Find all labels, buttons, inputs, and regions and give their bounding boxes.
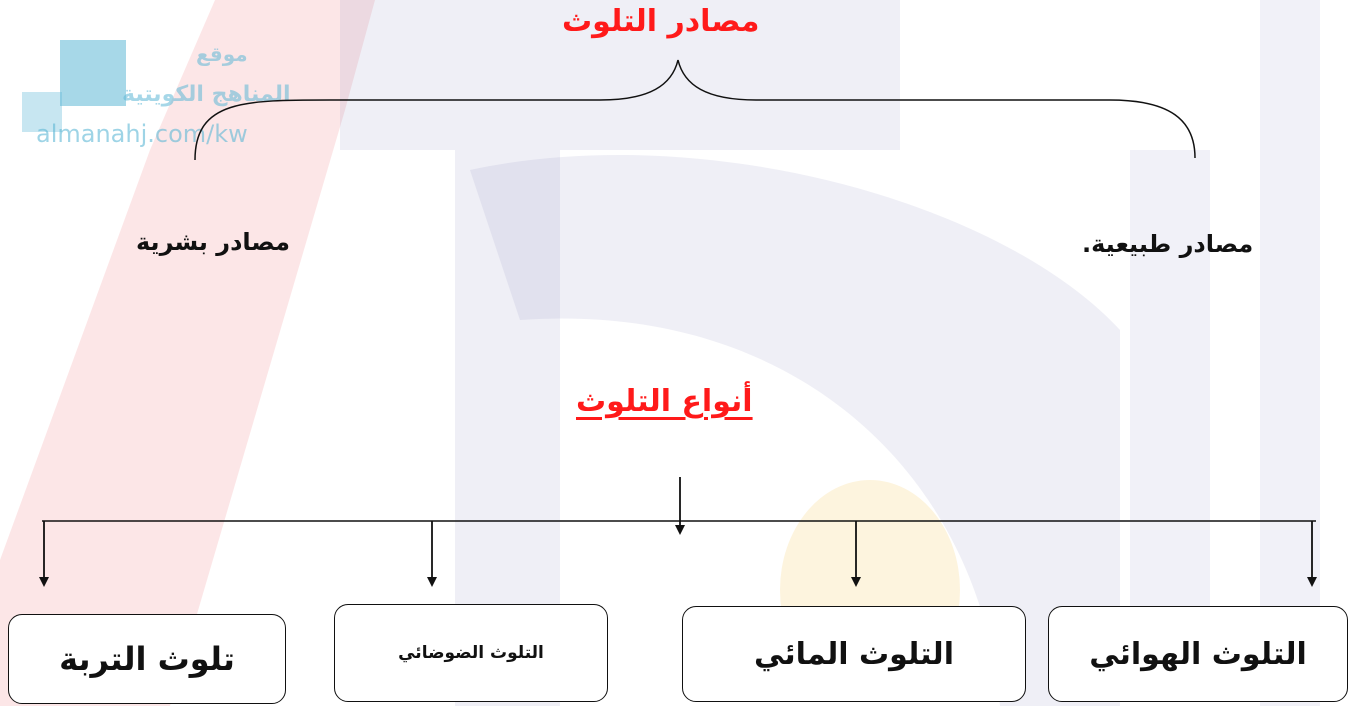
water-pollution-box: التلوث المائي <box>682 606 1026 702</box>
types-title: أنواع التلوث <box>576 384 753 419</box>
water-pollution-label: التلوث المائي <box>754 636 954 672</box>
sources-title: مصادر التلوث <box>562 4 760 39</box>
watermark-line2: المناهج الكويتية <box>122 82 291 107</box>
noise-pollution-label: التلوث الضوضائي <box>398 643 544 663</box>
air-pollution-label: التلوث الهوائي <box>1089 636 1307 672</box>
noise-pollution-box: التلوث الضوضائي <box>334 604 608 702</box>
human-sources-label: مصادر بشرية <box>136 228 290 256</box>
natural-sources-label: مصادر طبيعية. <box>1082 230 1254 258</box>
watermark-url: almanahj.com/kw <box>36 120 248 148</box>
air-pollution-box: التلوث الهوائي <box>1048 606 1348 702</box>
sources-brace <box>194 59 1196 161</box>
soil-pollution-box: تلوث التربة <box>8 614 286 704</box>
watermark-line1: موقع <box>196 42 248 66</box>
soil-pollution-label: تلوث التربة <box>59 640 235 678</box>
